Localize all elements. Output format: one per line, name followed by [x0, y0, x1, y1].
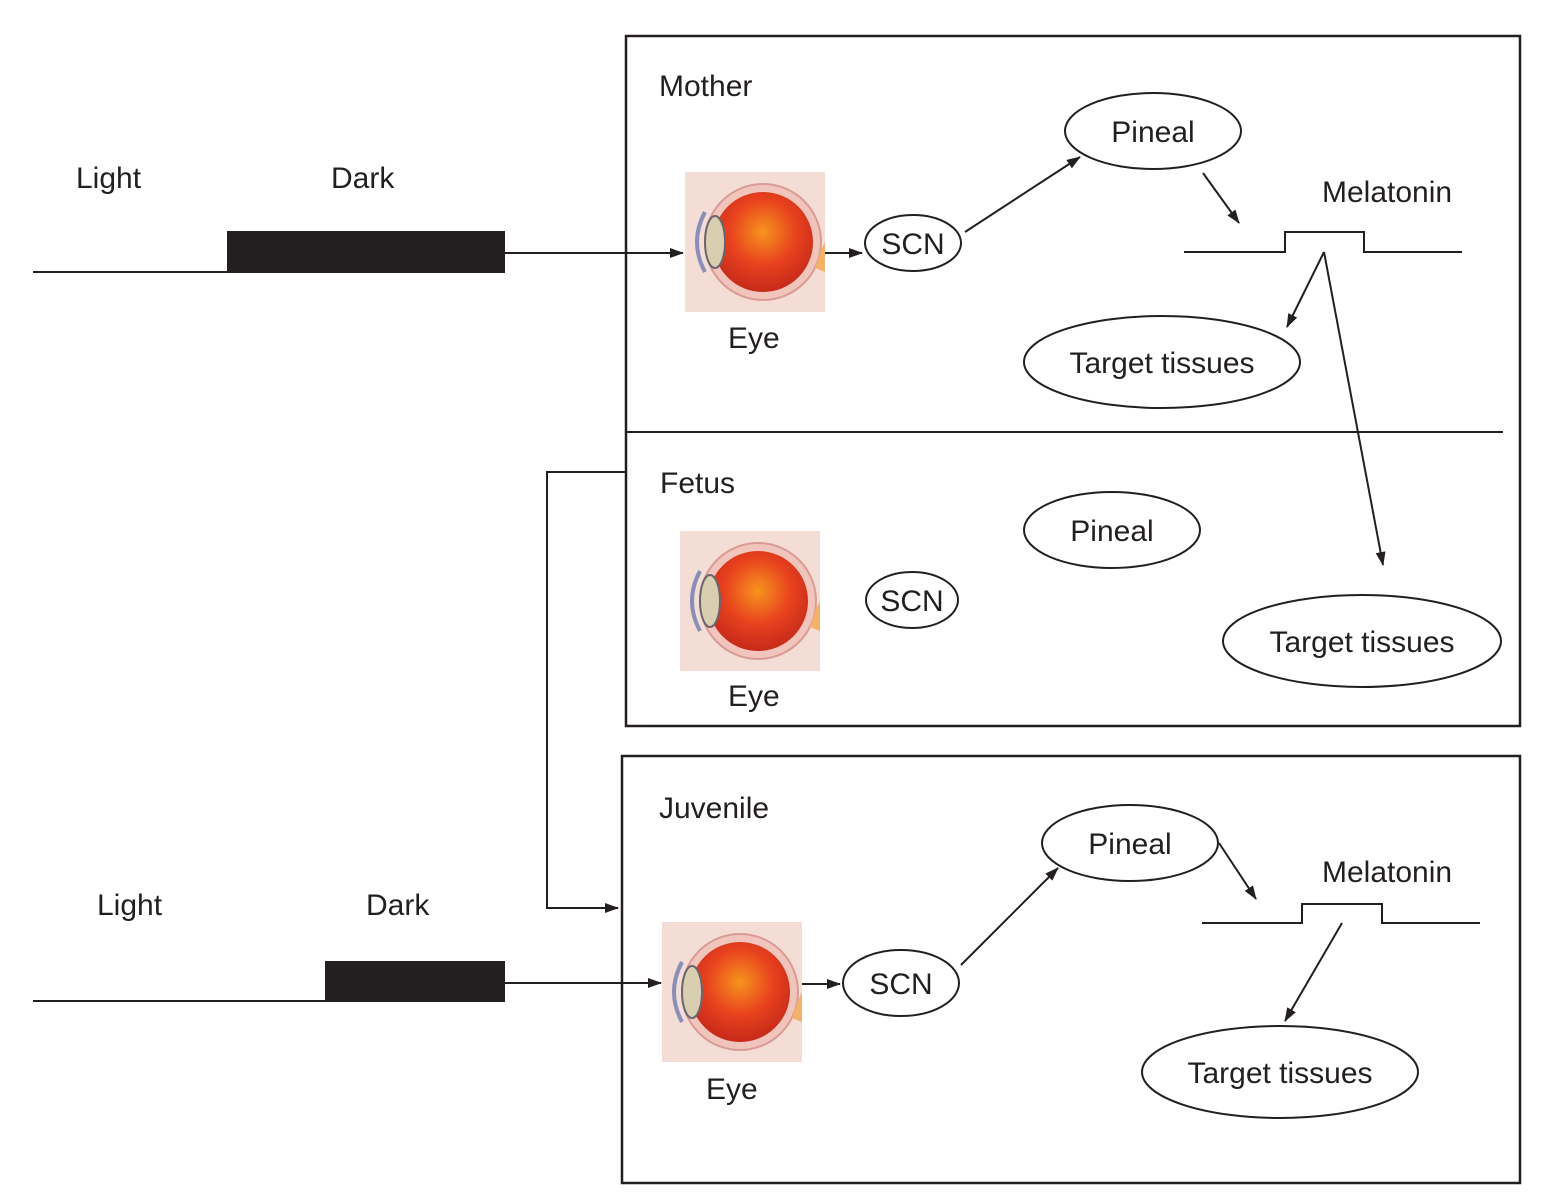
fetus-eye-icon — [678, 529, 822, 673]
top-light-dark-cycle: Light Dark — [33, 162, 684, 273]
juvenile-target-tissues-node — [1141, 1025, 1419, 1119]
mother-melatonin-to-target-arrow — [1286, 251, 1325, 328]
mother-target-tissues-label: Target tissues — [1069, 347, 1254, 380]
mother-fetus-box — [624, 34, 1522, 728]
bottom-dark-period-bar — [325, 961, 505, 1002]
top-dark-label: Dark — [331, 162, 395, 195]
bottom-light-dark-cycle: Light Dark — [33, 889, 662, 1002]
top-light-label: Light — [76, 162, 142, 195]
mother-scn-label: SCN — [881, 228, 944, 261]
fetus-pineal-label: Pineal — [1070, 515, 1153, 548]
juvenile-melatonin-to-target-arrow — [1284, 922, 1343, 1022]
fetus-section: Fetus Eye SCN Pineal Target tissues — [660, 467, 1502, 713]
mother-pineal-to-melatonin-arrow — [1202, 172, 1240, 224]
mother-section: Mother Eye SCN Pineal Melatonin Target t… — [659, 70, 1462, 566]
juvenile-pineal-label: Pineal — [1088, 828, 1171, 861]
juvenile-scn-to-pineal-arrow — [960, 867, 1059, 966]
mother-melatonin-pulse-graph — [1184, 231, 1462, 253]
juvenile-eye-icon — [660, 920, 804, 1064]
juvenile-title: Juvenile — [659, 792, 769, 825]
juvenile-pineal-to-melatonin-arrow — [1218, 842, 1257, 900]
fetus-scn-node — [865, 571, 959, 629]
mother-title: Mother — [659, 70, 752, 103]
fetus-eye-label: Eye — [728, 680, 780, 713]
juvenile-eye-label: Eye — [706, 1073, 758, 1106]
mother-pineal-label: Pineal — [1111, 116, 1194, 149]
top-dark-period-bar — [227, 231, 505, 273]
mother-scn-node — [864, 214, 962, 272]
juvenile-scn-node — [842, 949, 960, 1017]
fetus-title: Fetus — [660, 467, 735, 500]
bottom-dark-label: Dark — [366, 889, 430, 922]
mother-melatonin-label: Melatonin — [1322, 176, 1452, 209]
juvenile-section: Juvenile Eye SCN Pineal Melatonin Target… — [659, 792, 1480, 1119]
fetus-pineal-node — [1023, 491, 1201, 569]
fetus-scn-label: SCN — [880, 585, 943, 618]
mother-melatonin-to-fetus-target-arrow — [1323, 251, 1386, 566]
bottom-light-label: Light — [97, 889, 163, 922]
mother-eye-label: Eye — [728, 322, 780, 355]
mother-scn-to-pineal-arrow — [964, 156, 1081, 233]
juvenile-scn-label: SCN — [869, 968, 932, 1001]
juvenile-melatonin-label: Melatonin — [1322, 856, 1452, 889]
mother-target-tissues-node — [1023, 315, 1301, 409]
mother-pineal-node — [1064, 92, 1242, 170]
fetus-target-tissues-label: Target tissues — [1269, 626, 1454, 659]
fetus-to-juvenile-connector-arrow — [546, 471, 626, 913]
juvenile-melatonin-pulse-graph — [1202, 903, 1480, 924]
juvenile-pineal-node — [1041, 804, 1219, 882]
juvenile-target-tissues-label: Target tissues — [1187, 1057, 1372, 1090]
mother-eye-icon — [683, 170, 827, 314]
fetus-target-tissues-node — [1222, 594, 1502, 688]
juvenile-box — [620, 754, 1522, 1185]
